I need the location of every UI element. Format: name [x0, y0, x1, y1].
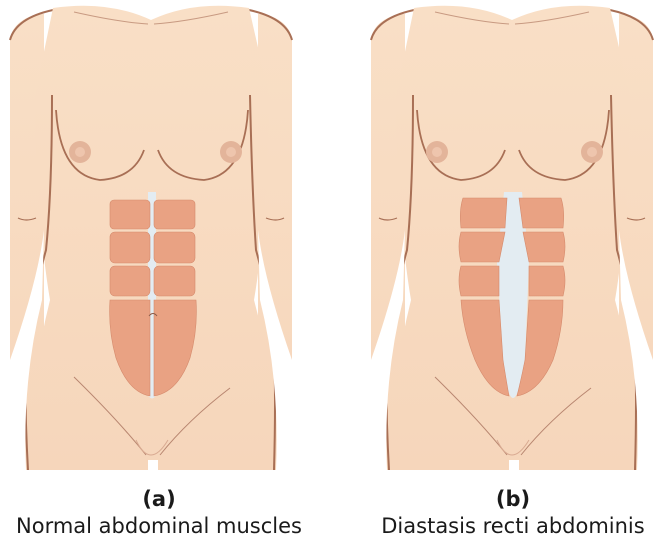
- torso-illustration-diastasis: [370, 5, 654, 470]
- rectus-abdominis-right: [153, 199, 197, 397]
- panel-label-b: (b): [495, 487, 531, 511]
- rectus-abdominis-right-separated: [516, 197, 566, 397]
- caption-text-a: Normal abdominal muscles: [16, 514, 302, 538]
- panel-diastasis-recti: [369, 0, 657, 470]
- rectus-abdominis-left-separated: [458, 197, 510, 397]
- rectus-abdominis-left: [109, 199, 151, 397]
- panel-label-a: (a): [142, 487, 176, 511]
- caption-b: (b) Diastasis recti abdominis: [349, 486, 657, 540]
- caption-a: (a) Normal abdominal muscles: [0, 486, 323, 540]
- torso-illustration-normal: [9, 5, 293, 470]
- caption-text-b: Diastasis recti abdominis: [381, 514, 645, 538]
- panel-normal-abdomen: [8, 0, 318, 470]
